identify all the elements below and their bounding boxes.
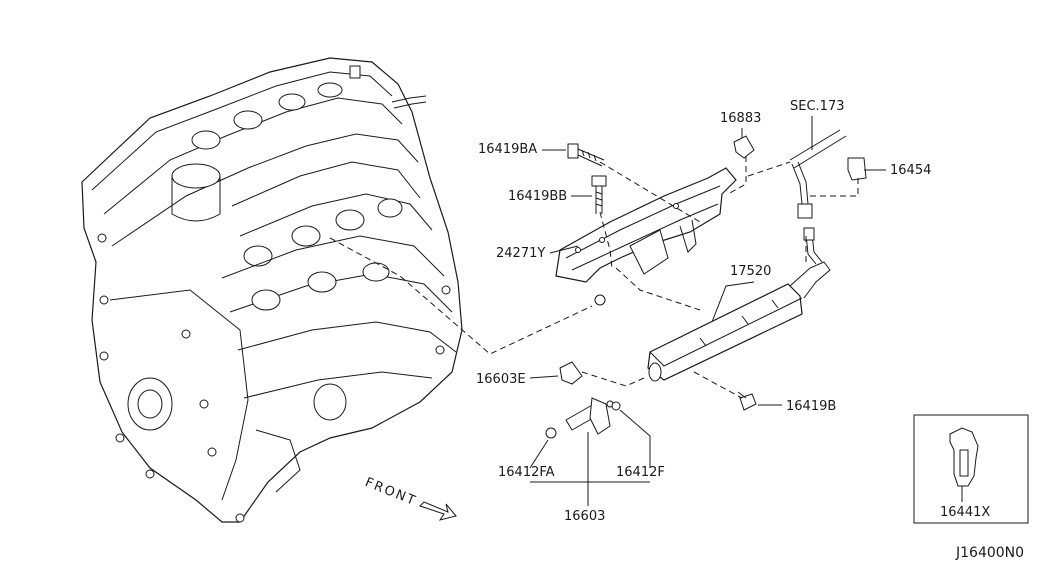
- label-16603: 16603: [564, 509, 606, 524]
- label-16419b: 16419B: [786, 399, 837, 414]
- clip-16603e: [559, 361, 583, 385]
- bolt-16419b: [737, 391, 757, 411]
- label-24271y: 24271Y: [496, 246, 546, 261]
- oring-16412fa: [545, 427, 557, 439]
- label-16412fa: 16412FA: [498, 465, 555, 480]
- label-16454: 16454: [890, 163, 932, 178]
- dashed-leaders: [329, 156, 859, 399]
- fuel-tube-part: [647, 227, 831, 382]
- label-sec-173: SEC.173: [790, 99, 845, 114]
- label-16883: 16883: [720, 111, 762, 126]
- diagram-code: J16400N0: [956, 545, 1025, 561]
- solid-leaders: [529, 116, 886, 506]
- label-16419bb: 16419BB: [508, 189, 568, 204]
- label-16603e: 16603E: [476, 372, 526, 387]
- heat-insulator-part: [555, 167, 737, 306]
- bolt-16419bb: [591, 175, 607, 214]
- label-16441x: 16441X: [940, 505, 991, 520]
- label-17520: 17520: [730, 264, 772, 279]
- label-16412f: 16412F: [616, 465, 665, 480]
- inset-box-16441x: [913, 414, 1029, 524]
- front-arrow: [419, 501, 457, 521]
- clip-16883: [733, 135, 755, 159]
- engine-assembly: [81, 57, 463, 523]
- bolt-16419ba: [567, 143, 605, 167]
- clamp-16454: [847, 157, 867, 181]
- injector-part: [565, 397, 614, 435]
- sec-173-pipe: [789, 129, 847, 219]
- label-16419ba: 16419BA: [478, 142, 538, 157]
- oring-16412f: [611, 401, 621, 411]
